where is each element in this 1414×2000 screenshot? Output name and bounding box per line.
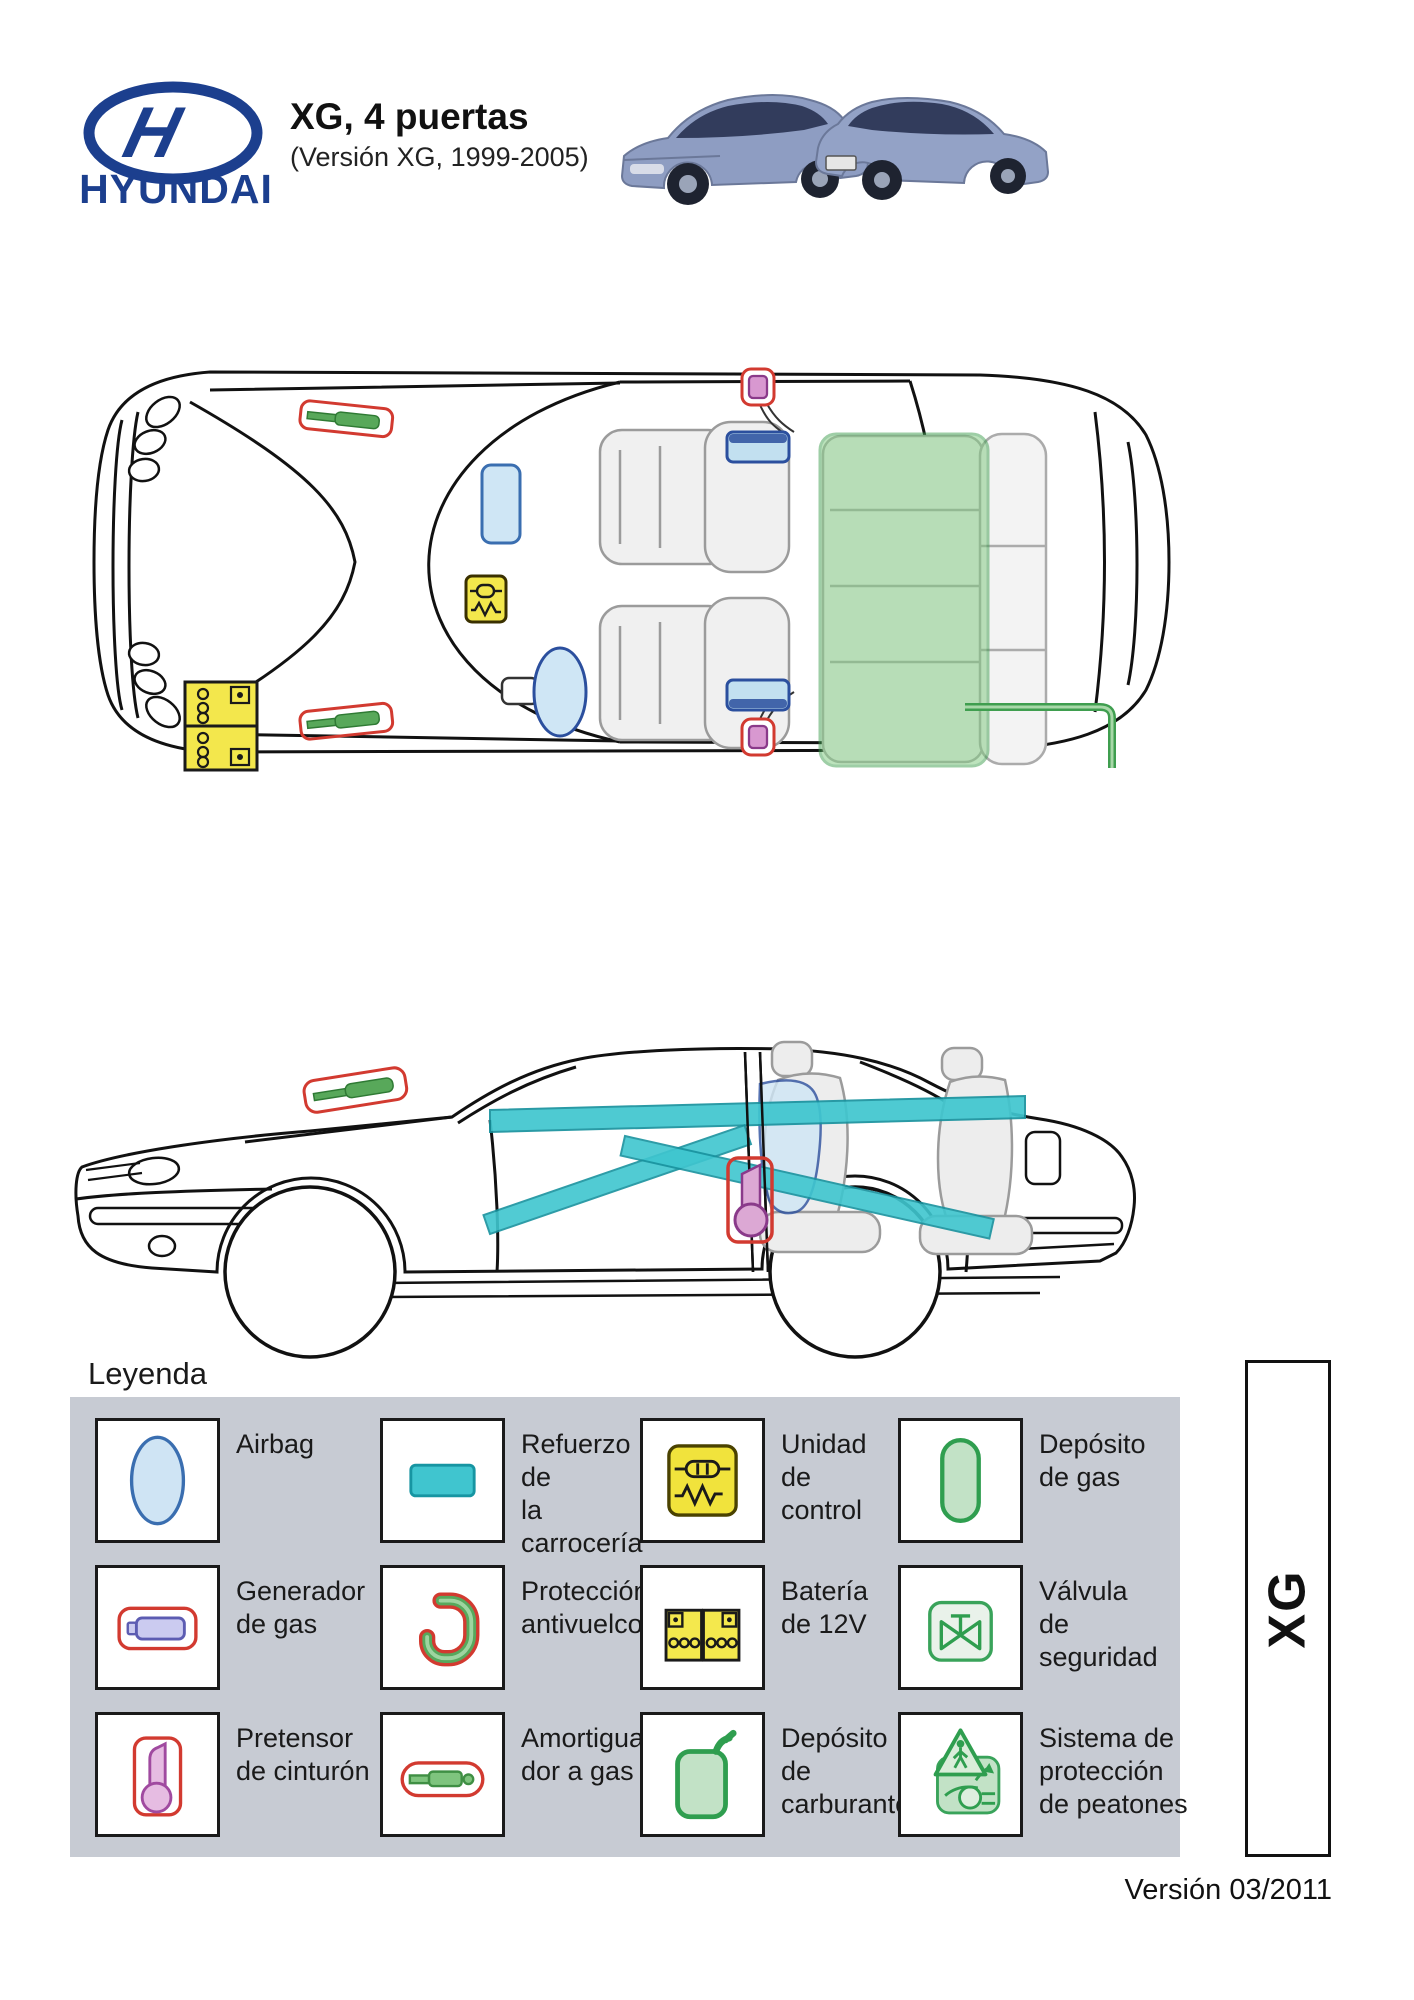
hood-gas-strut-left [298, 399, 395, 439]
gas-tank-icon [940, 1438, 981, 1523]
legend-label: Pretensor de cinturón [236, 1723, 370, 1786]
legend-label: Refuerzo de la carrocería [521, 1429, 643, 1558]
body-reinforcement-bars [482, 1094, 1026, 1240]
legend-item-airbag: Airbag [95, 1418, 380, 1565]
car-top-view-diagram [92, 367, 1171, 772]
side-view-body-outline [74, 1047, 1136, 1299]
legend-label: Protección antivuelco [521, 1576, 649, 1639]
hyundai-logo-icon: H [83, 81, 263, 185]
fuel-tank-icon [675, 1729, 737, 1820]
legend-item-gas-generator: Generador de gas [95, 1565, 380, 1712]
legend-label: Airbag [236, 1429, 315, 1459]
hood-gas-strut-right [298, 701, 395, 741]
legend-item-gas-tank: Depósito de gas [898, 1418, 1188, 1565]
belt-pretensioner-top [740, 367, 776, 407]
legend-item-belt-pretensioner: Pretensor de cinturón [95, 1712, 380, 1859]
airbag-icon [129, 1435, 186, 1526]
legend-item-safety-valve: Válvula de seguridad [898, 1565, 1188, 1712]
car-side-view-diagram [74, 1040, 1136, 1359]
page-subtitle: (Versión XG, 1999-2005) [290, 142, 589, 172]
legend-item-gas-strut: Amortigua- dor a gas [380, 1712, 653, 1859]
car-photo-front [620, 94, 870, 205]
brand-wordmark: HYUNDAI [79, 166, 273, 212]
battery-12v-icon [664, 1608, 741, 1662]
fuel-tank-zone [818, 432, 990, 768]
legend-item-body-reinforcement: Refuerzo de la carrocería [380, 1418, 643, 1565]
control-unit [464, 574, 508, 624]
svg-text:H: H [116, 93, 190, 173]
side-belt-pretensioner [726, 1156, 774, 1244]
fuel-filler-pipe [965, 703, 1116, 768]
pedestrian-protection-icon [933, 1728, 1001, 1815]
legend-label: Sistema de protección de peatones [1039, 1723, 1188, 1819]
gas-generator-icon [117, 1606, 198, 1651]
seat-side-airbag-bottom [725, 678, 791, 712]
legend-item-battery: Batería de 12V [640, 1565, 898, 1712]
legend-label: Batería de 12V [781, 1576, 869, 1639]
beltline-reinforcement [489, 1094, 1026, 1134]
headlight-shapes [127, 395, 181, 729]
model-code-label: XG [1258, 1568, 1317, 1649]
control-unit-icon [667, 1444, 738, 1517]
header: H HYUNDAI XG, 4 puertas (Versión XG, 199… [0, 0, 1414, 240]
legend-label: Depósito de gas [1039, 1429, 1146, 1492]
belt-pretensioner-bottom [740, 717, 776, 757]
safety-valve-icon [928, 1600, 993, 1662]
driver-airbag [500, 646, 588, 738]
legend-label: Amortigua- dor a gas [521, 1723, 654, 1786]
legend-label: Generador de gas [236, 1576, 366, 1639]
legend-item-pedestrian-protection: Sistema de protección de peatones [898, 1712, 1188, 1859]
legend-panel: Airbag Refuerzo de la carrocería Unidad … [70, 1397, 1188, 1859]
model-code-tab: XG [1245, 1360, 1331, 1857]
legend-item-control-unit: Unidad de control [640, 1418, 898, 1565]
gas-strut-icon [400, 1761, 485, 1798]
legend-label: Unidad de control [781, 1429, 867, 1525]
belt-pretensioner-icon [132, 1736, 183, 1817]
rollover-protection-icon [418, 1592, 480, 1667]
seat-side-airbag-top [725, 430, 791, 464]
battery-12v [183, 680, 259, 772]
legend-heading: Leyenda [88, 1356, 207, 1391]
car-photos [620, 94, 1050, 205]
legend-label: Depósito de carburante [781, 1723, 911, 1819]
legend-item-fuel-tank: Depósito de carburante [640, 1712, 910, 1859]
version-text: Versión 03/2011 [1124, 1874, 1332, 1906]
logo-monogram: H [116, 93, 190, 173]
page-title: XG, 4 puertas [290, 96, 529, 137]
legend-item-rollover-protection: Protección antivuelco [380, 1565, 649, 1712]
car-photo-rear [814, 97, 1050, 200]
passenger-airbag [480, 463, 522, 545]
side-hood-gas-strut [302, 1066, 409, 1114]
legend-label: Válvula de seguridad [1039, 1576, 1158, 1672]
body-reinforcement-icon [409, 1463, 476, 1498]
